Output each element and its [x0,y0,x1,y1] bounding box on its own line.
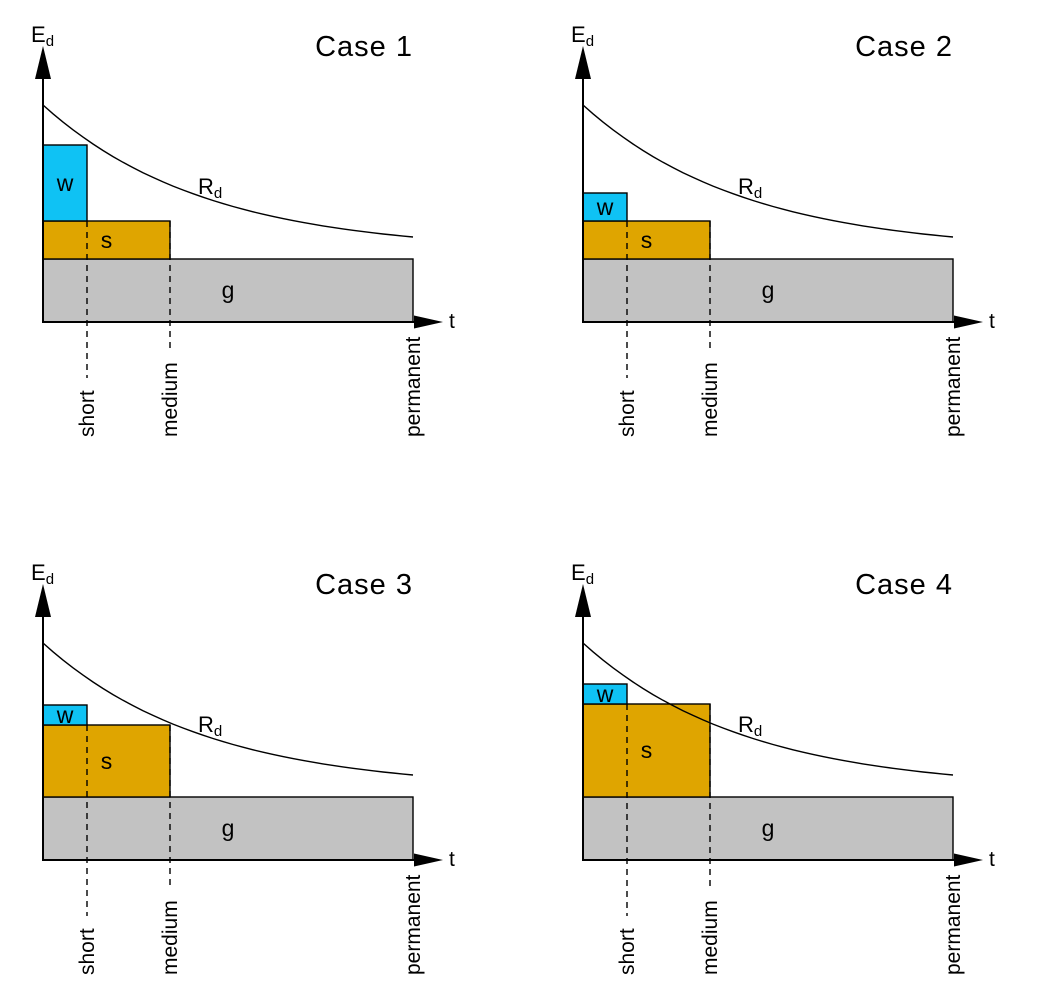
case2-ed-axis-label-main: E [571,22,586,47]
case4-short-tick-label: short [616,928,639,975]
case2-x-axis-arrowhead [954,315,983,329]
case1-permanent-tick-label: permanent [402,336,425,437]
case4-g-bar [582,796,954,861]
case1-medium-tick-label: medium [159,362,182,437]
case3-g-bar [42,796,414,861]
case4-ed-axis-label-subscript: d [585,571,595,588]
case1-g-bar-label: g [221,277,235,303]
case1-y-axis-arrowhead [35,46,51,79]
case4-w-bar-label: w [596,680,614,707]
case4-rd-curve [582,642,954,776]
case3-permanent-tick-label: permanent [402,874,425,975]
case2-ed-axis-label-subscript: d [585,33,595,50]
case4-s-bar [582,703,711,798]
case1-rd-curve [42,104,414,238]
case3-rd-curve-label-main: R [198,712,214,737]
case2-t-axis-label: t [989,310,995,333]
case4-g-bar-label: g [761,815,775,841]
case1-x-axis-arrowhead [414,315,443,329]
case4-y-axis-arrowhead [575,584,591,617]
case3-s-bar-label: s [100,747,113,774]
case1-w-bar-label: w [56,169,74,196]
case3-medium-tick-label: medium [159,900,182,975]
case3-y-axis-arrowhead [35,584,51,617]
case1-g-bar [42,258,414,323]
case3-t-axis-label: t [449,848,455,871]
case2-ed-axis-label: Ed [571,22,594,50]
case3-x-axis-arrowhead [414,853,443,867]
case4-ed-axis-label-main: E [571,560,586,585]
case3-ed-axis-label: Ed [31,560,54,588]
case4-rd-curve-label: Rd [738,712,762,740]
case2-g-bar-label: g [761,277,775,303]
case1-rd-curve-label-main: R [198,174,214,199]
case2-rd-curve [582,104,954,238]
case1-ed-axis-label: Ed [31,22,54,50]
case1-ed-axis-label-main: E [31,22,46,47]
case4-rd-curve-label-main: R [738,712,754,737]
case2-y-axis-arrowhead [575,46,591,79]
case3-ed-axis-label-main: E [31,560,46,585]
case3-rd-curve [42,642,414,776]
case1-short-tick-label: short [76,390,99,437]
case1-title: Case 1 [315,31,413,63]
case2-medium-tick-label: medium [699,362,722,437]
case2-rd-curve-label-subscript: d [753,185,763,202]
case1-rd-curve-label-subscript: d [213,185,223,202]
case4-ed-axis-label: Ed [571,560,594,588]
case1-ed-axis-label-subscript: d [45,33,55,50]
case3-rd-curve-label: Rd [198,712,222,740]
case4-s-bar-label: s [640,737,653,763]
case4-permanent-tick-label: permanent [942,874,965,975]
case2-rd-curve-label: Rd [738,174,762,202]
case1-w-bar [42,144,88,222]
case2-title: Case 2 [855,31,953,63]
case3-ed-axis-label-subscript: d [45,571,55,588]
case2-s-bar-label: s [640,226,653,253]
case2-rd-curve-label-main: R [738,174,754,199]
case3-title: Case 3 [315,569,413,601]
case4-title: Case 4 [855,569,953,601]
case1-s-bar [42,220,171,260]
case4-t-axis-label: t [989,848,995,871]
case4-x-axis-arrowhead [954,853,983,867]
case1-rd-curve-label: Rd [198,174,222,202]
case3-short-tick-label: short [76,928,99,975]
case2-short-tick-label: short [616,390,639,437]
case1-s-bar-label: s [100,226,113,253]
case4-rd-curve-label-subscript: d [753,723,763,740]
case3-rd-curve-label-subscript: d [213,723,223,740]
case1-t-axis-label: t [449,310,455,333]
case4-medium-tick-label: medium [699,900,722,975]
case3-w-bar-label: w [56,701,74,728]
case2-w-bar-label: w [596,193,614,220]
case3-g-bar-label: g [221,815,235,841]
case2-permanent-tick-label: permanent [942,336,965,437]
